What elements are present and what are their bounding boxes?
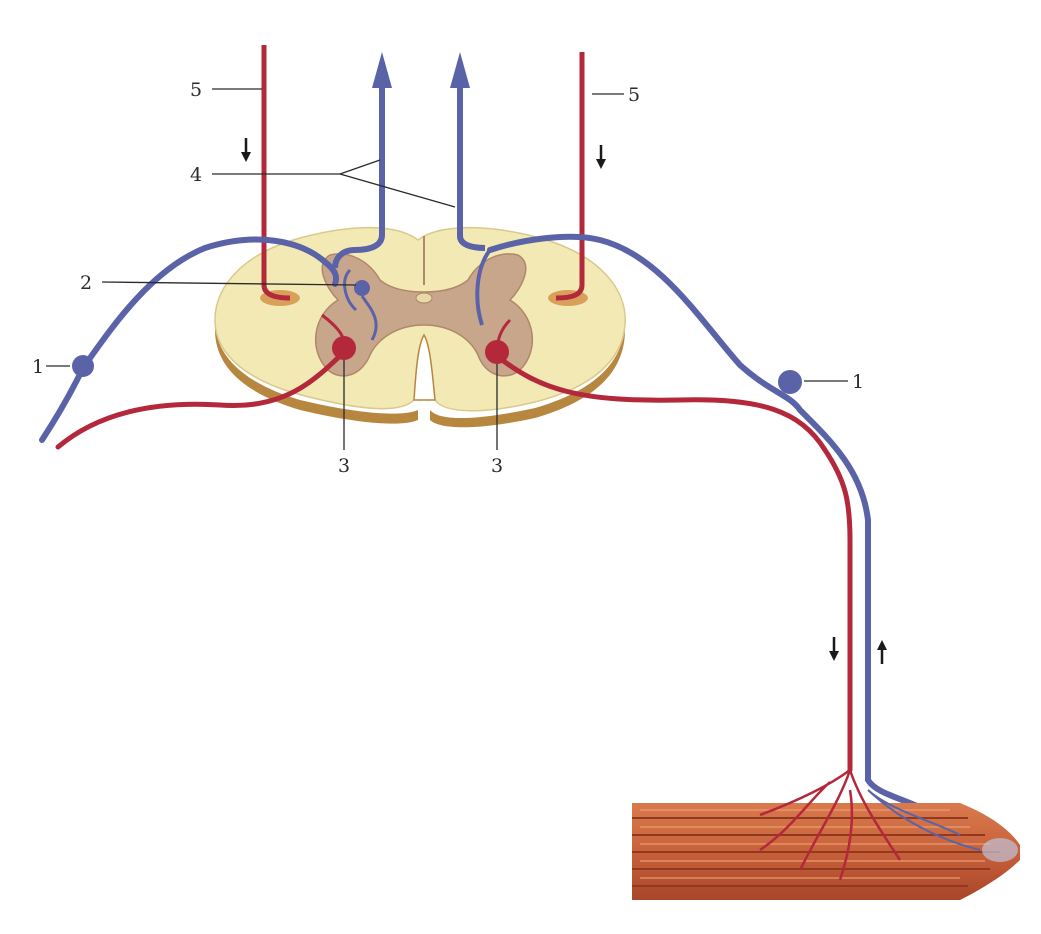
label-ascending-pathways: 4 [190,164,202,186]
sensory-ganglion-left [72,355,94,377]
label-sensory-neuron-left: 1 [32,356,44,378]
label-descending-pathway-right: 5 [628,84,640,106]
skeletal-muscle [632,803,1020,900]
label-motor-neuron-left: 3 [338,455,350,477]
direction-arrow-down-left [241,138,251,162]
central-canal [416,293,432,303]
sensory-ganglion-right [778,370,802,394]
direction-arrow-down-motor [829,637,839,661]
label-sensory-neuron-right: 1 [852,371,864,393]
motor-fiber-right [497,356,850,770]
ascending-arrowhead-right [450,52,470,88]
direction-arrow-down-right [596,145,606,169]
interneuron-body [354,280,370,296]
label-interneuron: 2 [80,272,92,294]
direction-arrow-up-sensory [877,640,887,664]
ascending-arrowhead-left [372,52,392,88]
ascending-pathway-right [460,62,485,248]
label-motor-neuron-right: 3 [491,455,503,477]
label-descending-pathway-left: 5 [190,79,202,101]
